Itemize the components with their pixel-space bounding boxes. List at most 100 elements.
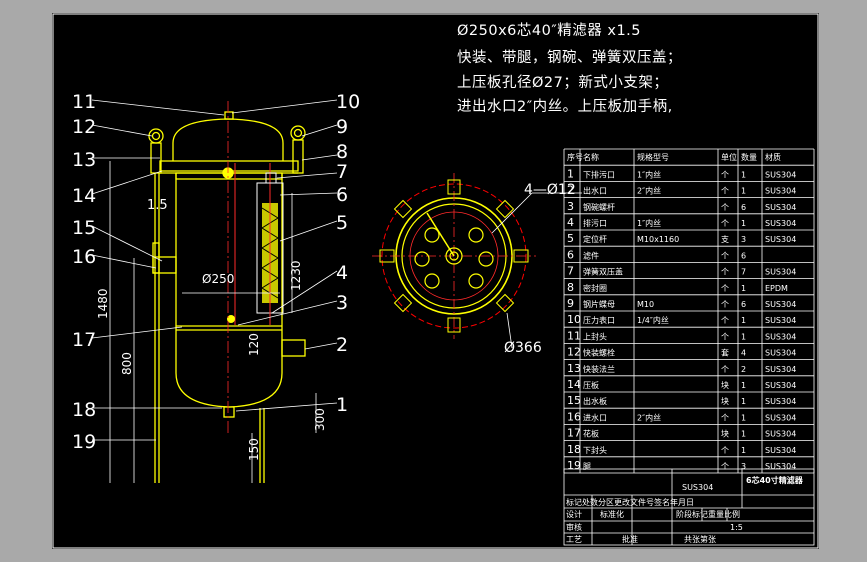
- callout-4: 4: [336, 262, 348, 284]
- sheet-border: [52, 13, 819, 549]
- bom-cell: 快装法兰: [583, 364, 615, 374]
- bom-cell: 2″内丝: [637, 412, 661, 422]
- callout-14: 14: [72, 185, 96, 207]
- bom-cell: 块: [721, 380, 729, 390]
- bom-cell: 块: [721, 429, 729, 439]
- bom-cell: 压板: [583, 380, 599, 390]
- bom-cell: 1: [741, 316, 746, 325]
- callout-3: 3: [336, 292, 348, 314]
- bom-cell: 个: [721, 268, 729, 277]
- bom-header-cell: 名称: [583, 152, 599, 162]
- bom-cell: SUS304: [765, 462, 796, 471]
- bom-cell: M10: [637, 300, 654, 309]
- tb-stage: 阶段标记重量比例: [676, 509, 740, 519]
- callout-10: 10: [336, 91, 360, 113]
- title-block-frame: [563, 468, 815, 546]
- bom-cell: 6: [741, 300, 746, 309]
- bom-row-number: 13: [567, 362, 581, 375]
- bom-row-number: 4: [567, 216, 574, 229]
- tb-design: 设计: [566, 509, 582, 519]
- bom-header-cell: 规格型号: [637, 152, 669, 162]
- bom-cell: 个: [721, 332, 729, 341]
- bom-cell: SUS304: [765, 446, 796, 455]
- bom-row-number: 18: [567, 443, 581, 456]
- bom-row-number: 10: [567, 313, 581, 326]
- callout-16: 16: [72, 246, 96, 268]
- bom-cell: 支: [721, 234, 729, 244]
- plate-dia-leader: [506, 312, 513, 349]
- dim-inner-dia: Ø250: [202, 272, 234, 286]
- note-line-1: Ø250x6芯40″精滤器 x1.5: [457, 23, 642, 39]
- bom-cell: SUS304: [765, 300, 796, 309]
- tb-sheet: 共张第张: [684, 534, 716, 544]
- bom-cell: 个: [721, 316, 729, 325]
- bom-cell: 个: [721, 251, 729, 260]
- callout-19: 19: [72, 431, 96, 453]
- bottom-drain: [223, 406, 235, 418]
- clamp-lugs: [379, 179, 529, 333]
- bom-cell: 1: [741, 430, 746, 439]
- bom-cell: SUS304: [765, 235, 796, 244]
- bom-cell: 1: [741, 397, 746, 406]
- bom-cell: 个: [721, 365, 729, 374]
- bom-cell: SUS304: [765, 187, 796, 196]
- bom-cell: 密封圈: [583, 283, 607, 293]
- title-block: [563, 468, 815, 546]
- bom-cell: 个: [721, 300, 729, 309]
- dim-inlet-height: 120: [247, 333, 261, 356]
- tb-scale: 1:5: [730, 523, 743, 532]
- bom-cell: 出水口: [583, 186, 607, 196]
- callout-7: 7: [336, 161, 348, 183]
- drain-port: [227, 315, 235, 323]
- bom-cell: 1: [741, 446, 746, 455]
- tb-row1: 标记处数分区更改文件号签名年月日: [566, 497, 694, 507]
- bolt-hole-leader: [491, 192, 533, 234]
- bom-header-cell: 数量: [741, 152, 757, 162]
- tb-title: 6芯40寸精滤器: [746, 475, 804, 485]
- dim-plate-dia: Ø366: [504, 340, 542, 356]
- bom-cell: SUS304: [765, 268, 796, 277]
- bom-cell: 2: [741, 365, 746, 374]
- callout-18: 18: [72, 399, 96, 421]
- callout-17: 17: [72, 329, 96, 351]
- callout-5: 5: [336, 212, 348, 234]
- bom-cell: 个: [721, 219, 729, 228]
- bom-cell: 下封头: [583, 445, 607, 455]
- bom-row-number: 12: [567, 346, 581, 359]
- dim-thickness: 1.5: [147, 198, 168, 213]
- bom-cell: 1: [741, 381, 746, 390]
- bom-cell: SUS304: [765, 413, 796, 422]
- note-line-4: 进出水口2″内丝。上压板加手柄,: [457, 99, 673, 115]
- bom-cell: 弹簧双压盖: [583, 267, 623, 277]
- dim-height-total: 1480: [96, 288, 110, 319]
- inlet-nozzle: [152, 256, 177, 274]
- bom-header-cell: 材质: [765, 152, 781, 162]
- tb-standard: 标准化: [600, 509, 624, 519]
- bom-cell: 1/4″内丝: [637, 315, 669, 325]
- bom-cell: 套: [721, 348, 729, 358]
- bom-cell: SUS304: [765, 381, 796, 390]
- bom-row-number: 17: [567, 427, 581, 440]
- dim-foot: 150: [247, 438, 261, 461]
- bom-row-number: 19: [567, 459, 581, 472]
- callout-8: 8: [336, 141, 348, 163]
- dim-bottom-height: 300: [313, 408, 327, 431]
- bom-cell: 钢碗螺杆: [583, 202, 615, 212]
- bom-cell: SUS304: [765, 365, 796, 374]
- bom-cell: 钢片蝶母: [583, 299, 615, 309]
- bom-row-number: 7: [567, 265, 574, 278]
- bom-cell: 3: [741, 462, 746, 471]
- bom-cell: 1″内丝: [637, 169, 661, 179]
- bom-cell: 1″内丝: [637, 218, 661, 228]
- bom-cell: 2″内丝: [637, 186, 661, 196]
- bom-cell: 快装螺栓: [583, 348, 615, 358]
- bom-cell: 压力表口: [583, 315, 615, 325]
- bom-cell: 个: [721, 462, 729, 471]
- dimension-lines: [109, 161, 317, 483]
- bom-cell: 排污口: [583, 218, 607, 228]
- bom-cell: SUS304: [765, 349, 796, 358]
- tb-review: 审核: [566, 522, 582, 532]
- tb-process: 工艺: [566, 535, 582, 544]
- bom-cell: 定位杆: [583, 234, 607, 244]
- bom-cell: SUS304: [765, 203, 796, 212]
